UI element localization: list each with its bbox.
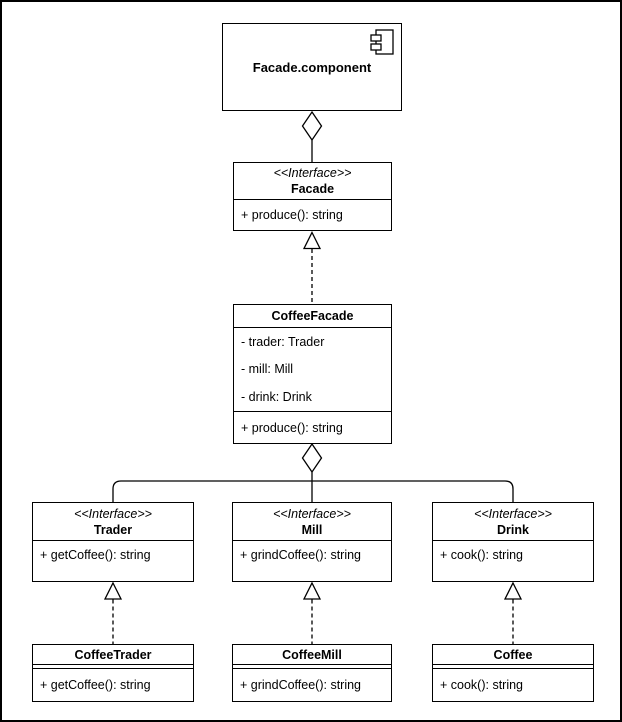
class-box-trader-interface: <<Interface>> Trader + getCoffee(): stri… — [32, 502, 194, 582]
method-item: + produce(): string — [241, 420, 343, 435]
edge-realization-coffeefacade-facade — [302, 231, 322, 304]
edge-realization-coffee-drink — [503, 581, 523, 644]
class-title: Facade.component — [252, 59, 372, 75]
class-box-facade-component: Facade.component — [222, 23, 402, 111]
class-title: Drink — [497, 522, 529, 537]
attribute-item: - drink: Drink — [241, 390, 312, 405]
edge-aggregation-component-facade — [301, 110, 323, 162]
class-header: <<Interface>> Facade — [234, 163, 391, 200]
class-title: Coffee — [433, 645, 593, 665]
method-item: + getCoffee(): string — [40, 548, 151, 562]
class-box-coffee-mill: CoffeeMill + grindCoffee(): string — [232, 644, 392, 702]
attribute-item: - trader: Trader — [241, 334, 325, 349]
class-box-facade-interface: <<Interface>> Facade + produce(): string — [233, 162, 392, 231]
realization-triangle-icon — [302, 581, 322, 600]
realization-triangle-icon — [503, 581, 523, 600]
class-box-coffee: Coffee + cook(): string — [432, 644, 594, 702]
realization-triangle-icon — [103, 581, 123, 600]
edge-aggregation-coffeefacade-parts — [112, 442, 514, 502]
class-title: CoffeeMill — [233, 645, 391, 665]
class-title: CoffeeTrader — [33, 645, 193, 665]
component-icon — [370, 29, 394, 55]
method-item: + grindCoffee(): string — [240, 678, 362, 692]
stereotype-label: <<Interface>> — [273, 506, 351, 521]
method-item: + cook(): string — [440, 548, 524, 562]
class-title: Trader — [93, 522, 133, 537]
empty-attributes-compartment — [33, 665, 193, 669]
class-title: Facade — [290, 182, 335, 196]
class-title: Mill — [301, 522, 323, 537]
empty-attributes-compartment — [233, 665, 391, 669]
stereotype-label: <<Interface>> — [74, 506, 152, 521]
method-item: + grindCoffee(): string — [240, 548, 362, 562]
attributes-compartment: - trader: Trader - mill: Mill - drink: D… — [234, 328, 391, 412]
class-box-drink-interface: <<Interface>> Drink + cook(): string — [432, 502, 594, 582]
aggregation-diamond-icon — [301, 110, 323, 142]
class-box-coffee-trader: CoffeeTrader + getCoffee(): string — [32, 644, 194, 702]
realization-triangle-icon — [302, 231, 322, 250]
class-header: <<Interface>> Trader — [33, 503, 193, 541]
empty-attributes-compartment — [433, 665, 593, 669]
method-item: + produce(): string — [241, 208, 343, 222]
stereotype-label: <<Interface>> — [273, 166, 352, 180]
edge-realization-coffeemill-mill — [302, 581, 322, 644]
attribute-item: - mill: Mill — [241, 362, 294, 377]
method-item: + getCoffee(): string — [40, 678, 151, 692]
edge-realization-coffeetrader-trader — [103, 581, 123, 644]
class-title: CoffeeFacade — [234, 305, 391, 328]
class-header: <<Interface>> Mill — [233, 503, 391, 541]
class-box-coffee-facade: CoffeeFacade - trader: Trader - mill: Mi… — [233, 304, 392, 444]
class-header: <<Interface>> Drink — [433, 503, 593, 541]
class-box-mill-interface: <<Interface>> Mill + grindCoffee(): stri… — [232, 502, 392, 582]
aggregation-diamond-icon — [301, 442, 323, 474]
stereotype-label: <<Interface>> — [474, 506, 552, 521]
method-item: + cook(): string — [440, 678, 524, 692]
